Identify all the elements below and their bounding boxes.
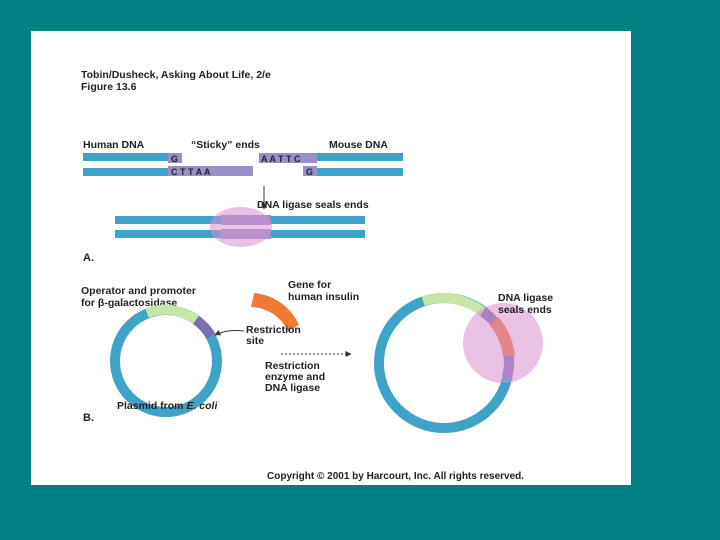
- plasmid-caption-prefix: Plasmid from: [117, 400, 186, 412]
- mouse-bottom-sticky-box: [303, 166, 317, 176]
- operator-label-line1: Operator and promoter: [81, 285, 196, 297]
- mouse-dna-top-strand: [317, 153, 403, 161]
- human-dna-label: Human DNA: [83, 139, 145, 151]
- mouse-bottom-base: G: [306, 167, 313, 177]
- ligase-overlay-a: [210, 207, 272, 247]
- operator-region-right: [421, 292, 487, 317]
- mouse-top-sticky-box: [259, 153, 317, 163]
- plasmid-caption: Plasmid from E. coli: [117, 400, 218, 412]
- restriction-pointer: [214, 329, 245, 336]
- enzyme-label-line3: DNA ligase: [265, 382, 320, 394]
- plasmid-caption-species: E. coli: [186, 400, 218, 412]
- mouse-dna-label: Mouse DNA: [329, 139, 388, 151]
- human-dna-top-strand: [83, 153, 168, 161]
- operator-region-left: [145, 304, 200, 325]
- restriction-label-line1: Restriction: [246, 324, 301, 336]
- figure-source-title: Tobin/Dusheck, Asking About Life, 2/e: [81, 69, 271, 81]
- mouse-dna-bottom-strand: [317, 168, 403, 176]
- insulin-gene-fragment: [251, 293, 299, 331]
- figure-number: Figure 13.6: [81, 81, 137, 93]
- enzyme-label-line1: Restriction: [265, 360, 320, 372]
- human-bottom-sticky-box: [168, 166, 253, 176]
- ligase-label-line1: DNA ligase: [498, 292, 553, 304]
- gene-label-line2: human insulin: [288, 291, 359, 303]
- gene-label-line1: Gene for: [288, 279, 331, 291]
- figure-canvas: Tobin/Dusheck, Asking About Life, 2/e Fi…: [81, 69, 553, 482]
- human-top-sticky-box: [168, 153, 182, 163]
- ligase-overlay-b: [463, 303, 543, 383]
- human-dna-bottom-strand: [83, 168, 168, 176]
- ligase-label-line2: seals ends: [498, 304, 552, 316]
- panel-b-label: B.: [83, 412, 94, 424]
- restriction-label-line2: site: [246, 335, 264, 347]
- sticky-ends-label: “Sticky” ends: [191, 139, 260, 151]
- figure-slide: Tobin/Dusheck, Asking About Life, 2/e Fi…: [31, 31, 631, 485]
- mouse-top-bases: A A T T C: [261, 154, 301, 164]
- human-bottom-bases: C T T A A: [171, 167, 211, 177]
- human-top-base: G: [171, 154, 178, 164]
- restriction-site-left: [192, 315, 216, 339]
- enzyme-label-line2: enzyme and: [265, 371, 325, 383]
- copyright-notice: Copyright © 2001 by Harcourt, Inc. All r…: [267, 471, 524, 482]
- panel-a-label: A.: [83, 252, 94, 264]
- ligase-seals-label: DNA ligase seals ends: [257, 199, 369, 211]
